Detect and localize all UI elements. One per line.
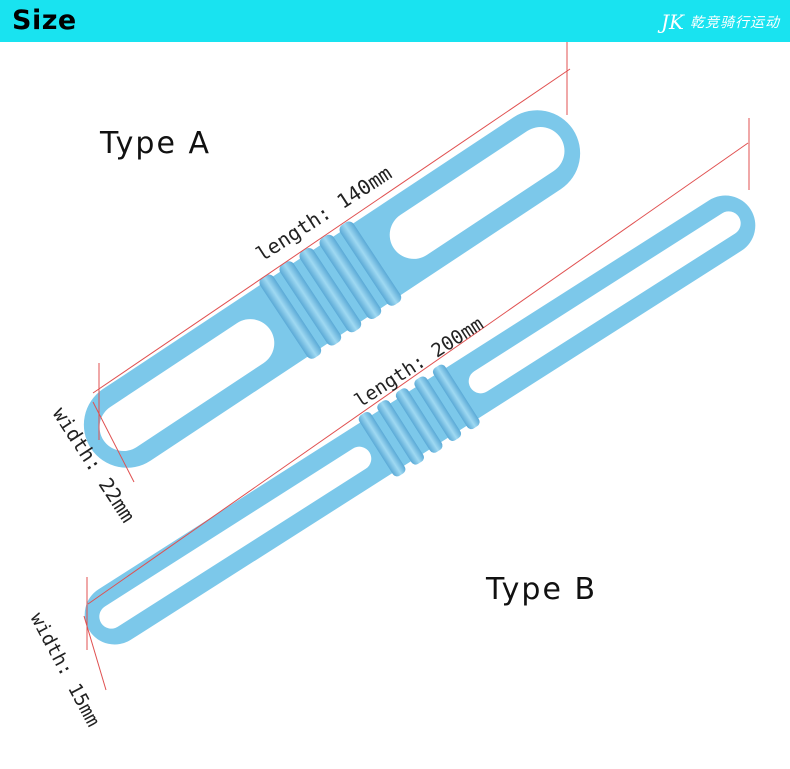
type-a-grip-ridge	[279, 261, 342, 346]
header-bar: Size JK 乾竞骑行运动	[0, 0, 790, 42]
type-a-grip-ridge	[339, 221, 402, 306]
type-a-length-line	[92, 68, 571, 394]
type-b-grip-ridge	[377, 400, 424, 465]
type-a-width-line	[92, 401, 135, 483]
type-b-label: Type B	[486, 572, 598, 607]
section-title: Size	[12, 5, 77, 36]
type-b-grip-ridge	[414, 376, 462, 441]
type-b-length-dimension	[86, 118, 750, 650]
type-b-grip-ridge	[432, 364, 480, 430]
type-b-strap	[84, 195, 756, 645]
type-b-length-line	[87, 142, 749, 605]
type-b-grip-ridge	[358, 411, 406, 477]
brand-logo: JK 乾竞骑行运动	[661, 10, 780, 34]
type-a-grip	[259, 221, 402, 359]
type-a-width-dimension	[92, 401, 135, 483]
type-a-length-dimension	[92, 42, 571, 440]
brand-text: 乾竞骑行运动	[690, 15, 780, 31]
type-a-grip-ridge	[299, 247, 362, 333]
type-b-grip-ridge	[395, 388, 443, 453]
type-a-label: Type A	[100, 126, 211, 161]
type-b-width-dimension	[83, 615, 107, 691]
brand-mark: JK	[661, 10, 684, 34]
type-a-grip-ridge	[259, 274, 322, 359]
type-b-width-line	[83, 615, 107, 691]
type-b-grip	[358, 364, 480, 477]
type-a-strap	[83, 110, 581, 468]
type-a-grip-ridge	[319, 234, 382, 319]
